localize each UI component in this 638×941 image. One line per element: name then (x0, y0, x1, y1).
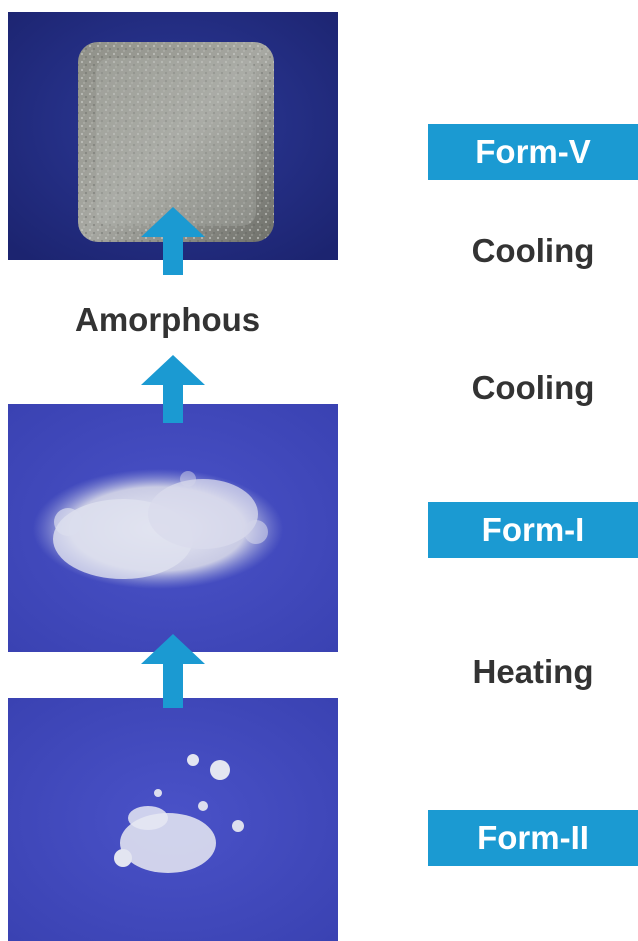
form-v-sample-photo (8, 12, 338, 260)
form-ii-badge: Form-II (428, 810, 638, 866)
cooling-step-label: Cooling (471, 232, 595, 269)
arrow-up-icon (141, 355, 205, 423)
form-v-badge: Form-V (428, 124, 638, 180)
amorphous-label: Amorphous (75, 301, 261, 338)
heating-step-label: Heating (472, 653, 594, 690)
arrow-up-icon (141, 207, 205, 275)
form-i-badge: Form-I (428, 502, 638, 558)
cooling-step-label: Cooling (471, 369, 595, 406)
form-ii-sample-photo (8, 698, 338, 941)
arrow-up-icon (141, 634, 205, 708)
form-i-sample-photo (8, 404, 338, 652)
